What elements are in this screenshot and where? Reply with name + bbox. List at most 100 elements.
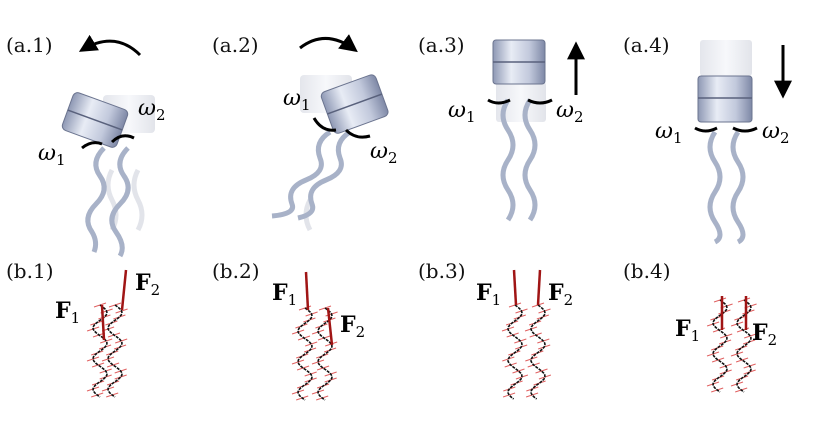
panel-b4: (b.4) F1 F2 [623, 259, 777, 393]
ghost-helix-left [105, 168, 119, 232]
helix-centerline-left [297, 307, 313, 401]
panel-label-a2: (a.2) [212, 33, 259, 57]
force-label-f1: F1 [476, 280, 501, 309]
drag-hatch-mark [513, 314, 526, 320]
helix-left [707, 130, 723, 245]
rotation-arc-w1 [312, 117, 337, 132]
force-diagram-row: (b.1) F1 F2 (b.2) F1 F2 (b.3) F1 F2 (b [6, 259, 777, 401]
force-vector-f2 [120, 269, 128, 311]
drag-hatch-mark [711, 345, 724, 351]
helix-right [522, 98, 538, 222]
helix-left [85, 146, 107, 253]
helix-pair [706, 297, 757, 393]
helix-centerline-right [736, 299, 752, 393]
drag-hatch-mark [535, 368, 548, 374]
drag-hatch-mark [719, 369, 732, 375]
helix-centerline-right [317, 307, 333, 401]
omega2-label: ω2 [556, 98, 584, 126]
rotation-arc-w2 [344, 128, 371, 139]
rotation-arc-w1 [694, 126, 718, 133]
force-label-f1: F1 [272, 280, 297, 309]
force-vector-f2 [536, 269, 542, 306]
drag-hatch-mark [91, 350, 104, 356]
drag-hatch-mark [106, 362, 120, 368]
rotation-arc-w2 [732, 126, 758, 133]
helix-right [297, 129, 352, 221]
ghost-motor [496, 82, 546, 122]
drag-hatch-mark [316, 353, 329, 359]
drag-hatch-mark [113, 314, 126, 320]
drag-hatch-mark [296, 365, 310, 371]
drag-hatch-mark [735, 357, 749, 363]
drag-hatch-mark [718, 309, 731, 315]
panel-b1: (b.1) F1 F2 [6, 259, 160, 398]
drag-hatch-mark [735, 345, 748, 351]
ghost-motor [700, 40, 752, 76]
helix-pair [291, 305, 338, 401]
ghost-helix-right [131, 168, 145, 232]
panel-b2: (b.2) F1 F2 [212, 259, 365, 401]
panel-label-b2: (b.2) [212, 259, 260, 283]
drag-hatch-mark [98, 314, 111, 320]
drag-hatch-mark [296, 353, 309, 359]
drag-hatch-mark [303, 317, 316, 323]
rotation-arc-w2 [110, 134, 135, 144]
force-label-f1: F1 [675, 316, 700, 345]
panel-label-a4: (a.4) [623, 33, 670, 57]
force-vector-f2 [326, 307, 334, 346]
panel-b3: (b.3) F1 F2 [418, 259, 573, 400]
drag-hatch-mark [512, 368, 525, 374]
drag-hatch-mark [324, 377, 337, 383]
panel-a3: (a.3) ω1 ω2 [418, 33, 585, 222]
drag-hatch-mark [86, 356, 100, 362]
helix-centerline-left [507, 304, 523, 400]
drag-hatch-mark [106, 350, 119, 356]
drag-hatch-mark [720, 333, 733, 339]
drag-hatch-mark [742, 309, 755, 315]
rotation-arrow-cw [299, 34, 358, 53]
force-label-f2: F2 [752, 320, 777, 349]
drag-hatch-mark [304, 377, 317, 383]
helix-centerline-right [107, 304, 123, 398]
omega2-label: ω2 [370, 139, 398, 167]
drag-hatch-mark [743, 369, 756, 375]
panel-a4: (a.4) ω1 ω2 [623, 33, 792, 245]
helix-left [500, 98, 516, 222]
drag-hatch-mark [311, 359, 325, 365]
drag-hatch-mark [100, 338, 113, 344]
helix-right [109, 146, 131, 258]
force-label-f1: F1 [55, 298, 80, 327]
drag-hatch-mark [291, 359, 305, 365]
drag-hatch-mark [711, 357, 725, 363]
drag-hatch-mark [115, 338, 128, 344]
force-vector-f1 [512, 269, 518, 306]
force-label-f2: F2 [340, 312, 365, 341]
panel-label-b1: (b.1) [6, 259, 54, 283]
drag-hatch-mark [99, 374, 112, 380]
motor-body [697, 75, 753, 123]
drag-hatch-mark [536, 314, 549, 320]
panel-label-a3: (a.3) [418, 33, 465, 57]
helix-right [730, 130, 746, 245]
drag-hatch-mark [744, 333, 757, 339]
rotation-arrow-ccw [78, 34, 142, 57]
drag-hatch-mark [706, 351, 720, 357]
panel-label-a1: (a.1) [6, 33, 53, 57]
force-vector-f1 [100, 304, 106, 341]
helix-pair [501, 302, 552, 400]
panel-label-b4: (b.4) [623, 259, 671, 283]
omega1-label: ω1 [448, 98, 476, 126]
panel-a2: (a.2) ω1 ω2 [212, 33, 398, 232]
helix-left [271, 129, 332, 219]
rotation-arc-w1 [487, 98, 511, 105]
helix-centerline-right [530, 304, 546, 400]
panel-label-b3: (b.3) [418, 259, 466, 283]
drag-hatch-mark [101, 356, 115, 362]
rotation-arc-w2 [527, 98, 553, 105]
drag-hatch-mark [114, 374, 127, 380]
drag-hatch-mark [305, 341, 318, 347]
force-label-f2: F2 [135, 270, 160, 299]
omega2-label: ω2 [762, 119, 790, 147]
force-label-f2: F2 [548, 280, 573, 309]
omega1-label: ω1 [283, 86, 311, 114]
